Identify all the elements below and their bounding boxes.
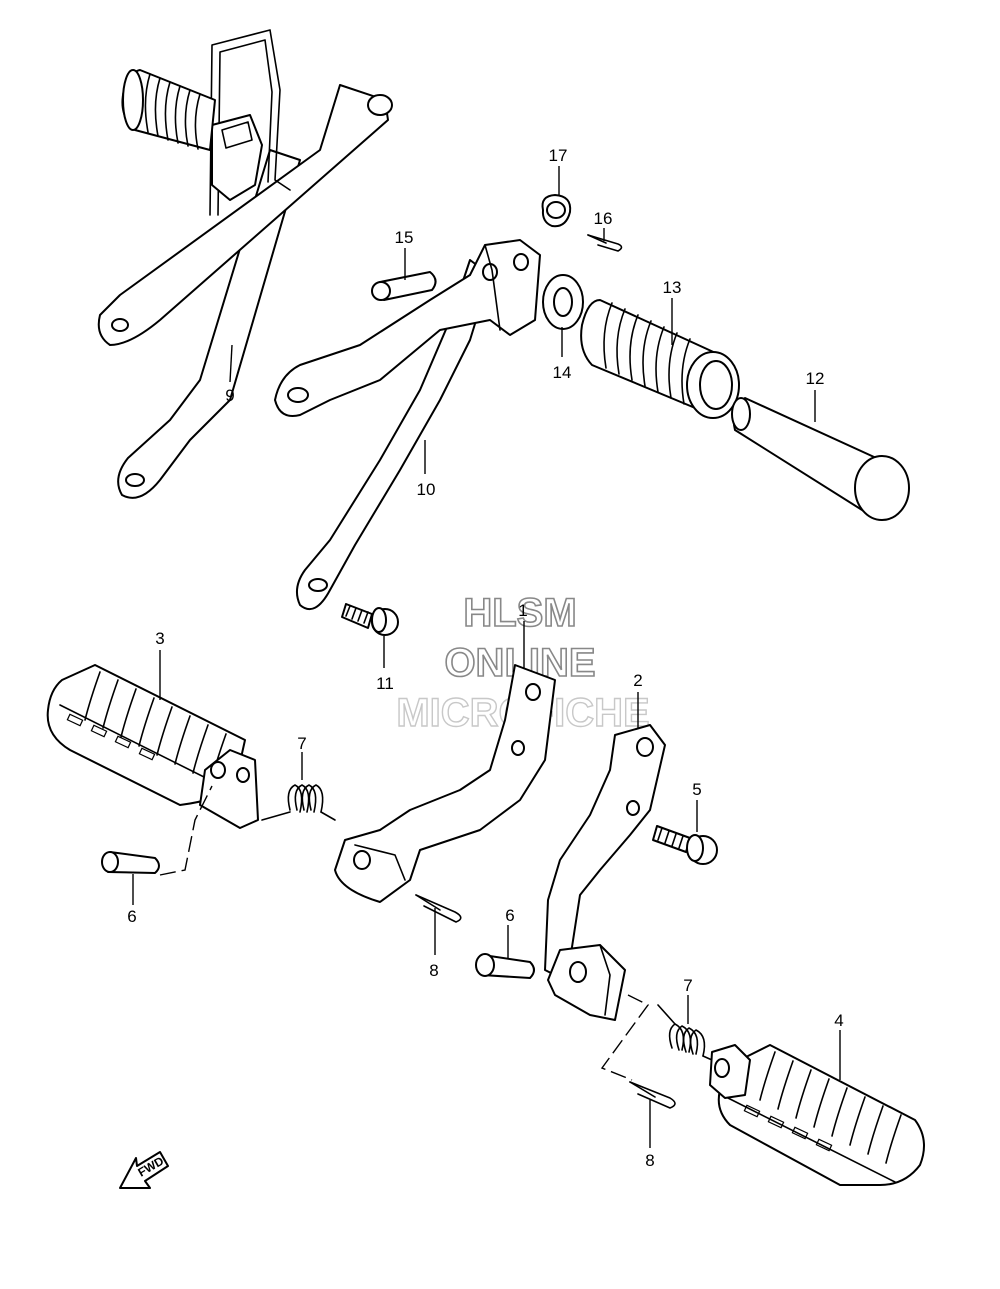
part-6-pin-left[interactable]	[101, 851, 160, 874]
callout-15: 15	[395, 228, 414, 247]
watermark-line2: ONLINE	[444, 641, 595, 685]
callout-4: 4	[834, 1011, 843, 1030]
part-16-cotter-pin[interactable]	[587, 234, 623, 252]
callout-2: 2	[633, 671, 642, 690]
watermark: HLSM ONLINE MICROFICHE	[396, 590, 651, 736]
callout-7-right: 7	[683, 976, 692, 995]
part-9-grip	[121, 69, 216, 151]
part-13-grip[interactable]	[580, 299, 740, 419]
part-8-cotter-left[interactable]	[415, 894, 462, 923]
callout-12: 12	[806, 369, 825, 388]
callout-13: 13	[663, 278, 682, 297]
fwd-arrow-icon: FWD	[119, 1151, 169, 1189]
part-17-cap[interactable]	[541, 194, 572, 228]
callout-5: 5	[692, 780, 701, 799]
part-10-bracket[interactable]	[274, 239, 541, 610]
callout-17: 17	[549, 146, 568, 165]
part-3-footrest[interactable]	[46, 664, 259, 829]
callout-3: 3	[155, 629, 164, 648]
callout-6-right: 6	[505, 906, 514, 925]
callout-6-left: 6	[127, 907, 136, 926]
part-4-footrest[interactable]	[709, 1044, 925, 1186]
callout-8-right: 8	[645, 1151, 654, 1170]
part-8-cotter-right[interactable]	[629, 1081, 676, 1109]
part-2-bracket[interactable]	[544, 724, 666, 1021]
callout-10: 10	[417, 480, 436, 499]
part-1-bracket[interactable]	[334, 664, 556, 903]
part-12-rod[interactable]	[731, 397, 910, 521]
part-15-pin[interactable]	[371, 271, 437, 301]
callout-9: 9	[225, 386, 234, 405]
part-11-bolt[interactable]	[341, 603, 399, 636]
part-9-rear-bracket[interactable]	[97, 29, 393, 499]
callout-14: 14	[553, 363, 572, 382]
callout-11: 11	[376, 674, 394, 693]
watermark-line1: HLSM	[463, 591, 576, 635]
callout-8-left: 8	[429, 961, 438, 980]
part-7-spring-left[interactable]	[261, 784, 336, 821]
callout-1: 1	[518, 601, 527, 620]
callout-16: 16	[594, 209, 613, 228]
part-14-washer[interactable]	[542, 274, 584, 330]
part-5-bolt[interactable]	[652, 825, 718, 865]
callout-7-left: 7	[297, 734, 306, 753]
part-7-spring-right[interactable]	[657, 1004, 713, 1061]
part-6-pin-right[interactable]	[475, 953, 535, 979]
